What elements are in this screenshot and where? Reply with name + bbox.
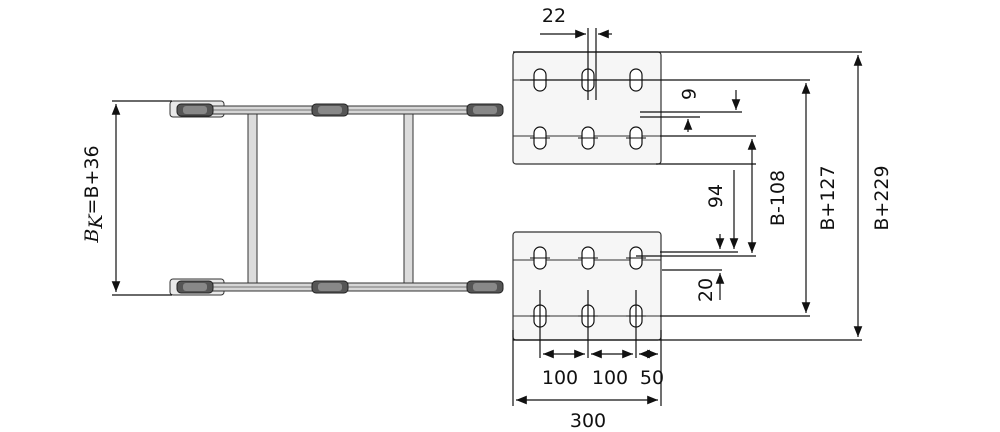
dim-label-bk: BK=B+36 (81, 145, 107, 243)
dim-label-100-second: 100 (592, 367, 628, 389)
dim-label-b-minus-108: B-108 (767, 170, 789, 226)
dim-label-6: 6 (677, 88, 699, 100)
bk-expression: =B+36 (81, 145, 103, 214)
dim-label-100-first: 100 (542, 367, 578, 389)
bottom-chain-band (176, 280, 504, 294)
bk-symbol: B (81, 229, 103, 244)
cable-carrier (169, 100, 504, 296)
bk-subscript: K (85, 213, 107, 230)
dim-label-20: 20 (695, 278, 717, 302)
dim-label-300: 300 (570, 410, 606, 432)
top-mounting-plate (512, 51, 662, 165)
dim-label-50: 50 (640, 367, 664, 389)
dim-label-b-plus-229: B+229 (871, 165, 893, 230)
dim-label-b-plus-127: B+127 (817, 165, 839, 230)
dimension-lines (111, 28, 863, 406)
dim-label-22: 22 (542, 5, 566, 27)
cross-bars (247, 113, 414, 284)
bottom-mounting-plate (512, 231, 662, 341)
svg-text:BK=B+36: BK=B+36 (81, 145, 107, 243)
dim-label-94: 94 (705, 184, 727, 208)
top-chain-band (176, 103, 504, 117)
